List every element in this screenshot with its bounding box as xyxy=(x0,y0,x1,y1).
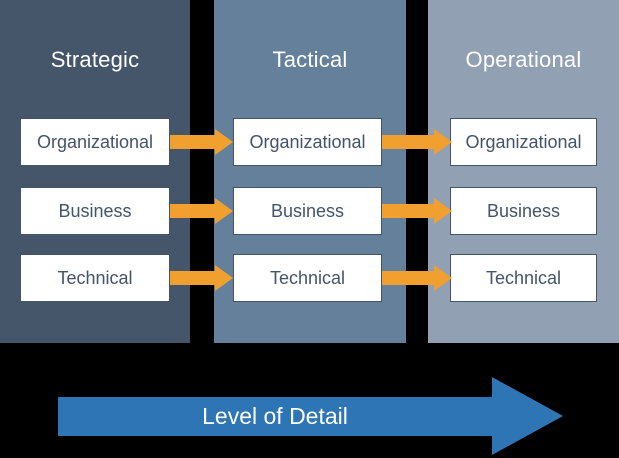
column-title-tactical: Tactical xyxy=(272,47,348,72)
column-title-strategic: Strategic xyxy=(50,47,140,72)
flow-arrow-organizational-2 xyxy=(382,129,452,155)
level-of-detail-label: Level of Detail xyxy=(58,397,492,436)
arrow-head-icon xyxy=(215,265,233,291)
box-tactical-business: Business xyxy=(233,187,382,235)
box-strategic-organizational: Organizational xyxy=(20,118,170,166)
arrow-shaft xyxy=(382,271,434,285)
arrow-shaft xyxy=(382,204,434,218)
arrow-shaft xyxy=(170,271,215,285)
level-of-detail-arrow: Level of Detail xyxy=(58,377,563,455)
column-title-operational: Operational xyxy=(465,47,582,72)
flow-arrow-technical-1 xyxy=(170,265,233,291)
arrow-shaft xyxy=(382,135,434,149)
arrow-head-icon xyxy=(434,198,452,224)
arrow-head-icon xyxy=(434,129,452,155)
box-operational-technical: Technical xyxy=(450,254,597,302)
box-strategic-technical: Technical xyxy=(20,254,170,302)
box-tactical-organizational: Organizational xyxy=(233,118,382,166)
flow-arrow-organizational-1 xyxy=(170,129,233,155)
arrow-head-icon xyxy=(492,377,563,455)
box-strategic-business: Business xyxy=(20,187,170,235)
flow-arrow-business-2 xyxy=(382,198,452,224)
box-operational-business: Business xyxy=(450,187,597,235)
box-tactical-technical: Technical xyxy=(233,254,382,302)
arrow-shaft xyxy=(170,135,215,149)
arrow-head-icon xyxy=(215,198,233,224)
arrow-shaft xyxy=(170,204,215,218)
box-operational-organizational: Organizational xyxy=(450,118,597,166)
arrow-head-icon xyxy=(215,129,233,155)
arrow-head-icon xyxy=(434,265,452,291)
flow-arrow-technical-2 xyxy=(382,265,452,291)
flow-arrow-business-1 xyxy=(170,198,233,224)
